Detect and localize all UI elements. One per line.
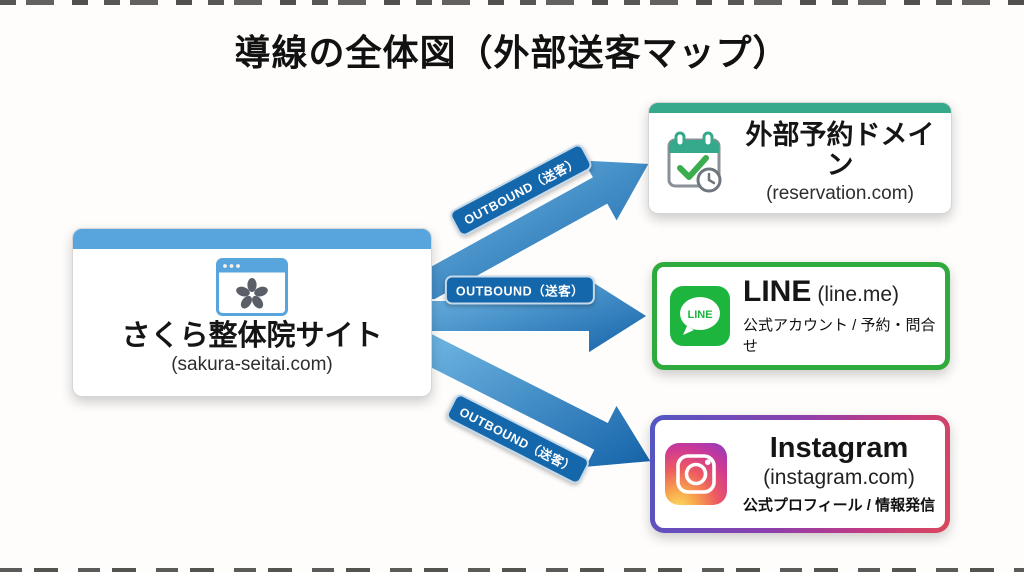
- arrow-to-instagram-icon: [411, 329, 654, 470]
- reservation-title: 外部予約ドメイン: [745, 120, 935, 180]
- reservation-domain: (reservation.com): [766, 182, 914, 204]
- reservation-card: 外部予約ドメイン (reservation.com): [648, 102, 952, 214]
- line-subtitle: 公式アカウント / 予約・問合せ: [743, 317, 936, 356]
- source-site-card: さくら整体院サイト (sakura-seitai.com): [72, 228, 432, 397]
- instagram-subtitle: 公式プロフィール / 情報発信: [742, 496, 936, 514]
- site-card-accent-bar: [73, 229, 431, 249]
- instagram-title: Instagram: [769, 432, 909, 465]
- line-app-icon: LINE: [670, 286, 730, 346]
- calendar-check-clock-icon: [667, 131, 722, 193]
- instagram-domain: (instagram.com): [763, 465, 915, 489]
- instagram-card: Instagram (instagram.com) 公式プロフィール / 情報発…: [650, 415, 950, 533]
- line-icon-wordmark: LINE: [687, 309, 712, 321]
- source-site-title: さくら整体院サイト: [121, 320, 383, 352]
- reservation-accent-bar: [649, 103, 951, 113]
- line-title: LINE: [743, 274, 812, 308]
- browser-sakura-icon: [216, 258, 288, 316]
- instagram-app-icon: [665, 443, 727, 505]
- line-domain: (line.me): [817, 282, 900, 306]
- source-site-domain: (sakura-seitai.com): [171, 354, 333, 376]
- line-card: LINE LINE(line.me) 公式アカウント / 予約・問合せ: [652, 262, 950, 370]
- page-title: 導線の全体図（外部送客マップ）: [234, 32, 790, 73]
- outbound-badge-line: OUTBOUND（送客）: [444, 275, 596, 305]
